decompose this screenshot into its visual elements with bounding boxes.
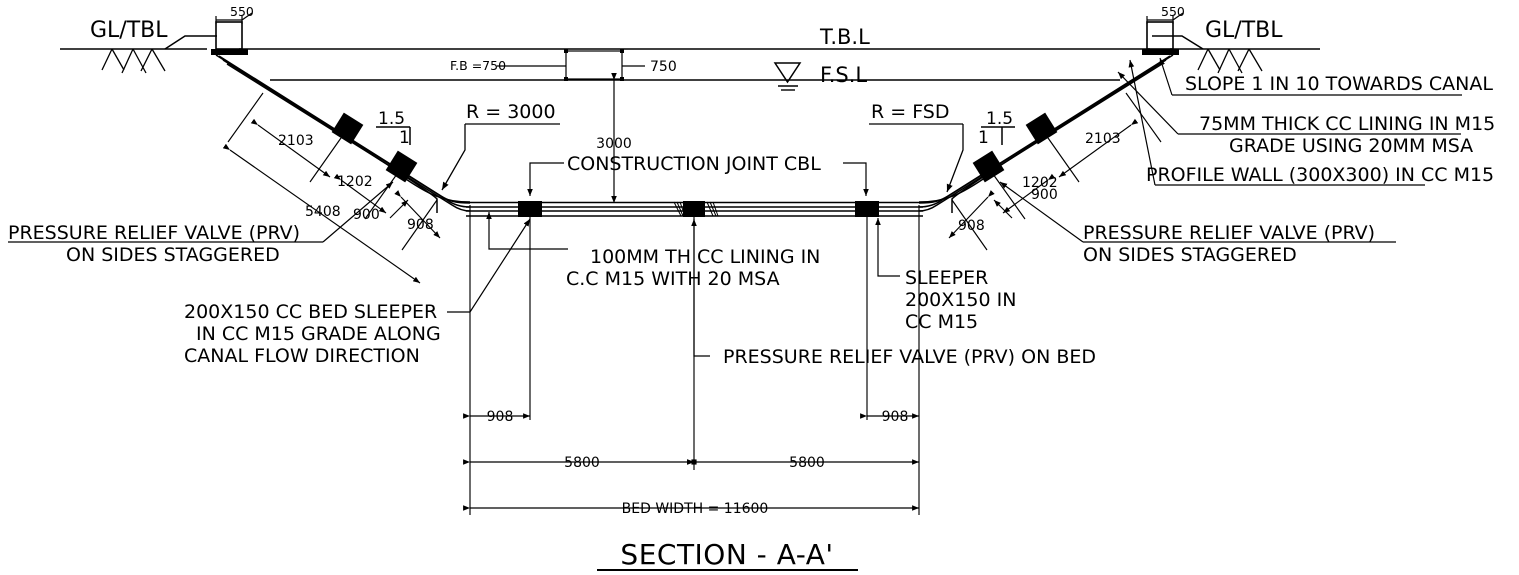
- freeboard-label: F.B =750: [450, 58, 506, 73]
- bed-half-right-label: 5800: [789, 455, 825, 471]
- slope-right-run: 1: [978, 128, 989, 148]
- note-sleeper-3: CC M15: [905, 311, 978, 333]
- leader-sleeper-right: [875, 218, 900, 277]
- slope-right-rise: 1.5: [986, 109, 1013, 129]
- leader-cc-lining-side: [1117, 71, 1461, 135]
- right-dim-2103: 2103: [1085, 131, 1121, 147]
- bed-half-dimensions: [463, 459, 919, 465]
- left-dim-908: 908: [407, 217, 434, 233]
- bed-half-left-label: 5800: [564, 455, 600, 471]
- bed-left-offset-label: 908: [487, 409, 514, 425]
- crest-right-width-label: 550: [1161, 4, 1185, 19]
- note-cc-lining-bed-2: C.C M15 WITH 20 MSA: [566, 268, 780, 290]
- leader-construction-joint-left: [527, 162, 564, 196]
- bed-sleeper-left: [518, 201, 542, 217]
- slope-symbol-left: [376, 126, 411, 145]
- left-dim-900: 900: [353, 207, 380, 223]
- note-cc-lining-side-2: GRADE USING 20MM MSA: [1229, 135, 1473, 157]
- note-bed-sleeper-1: 200X150 CC BED SLEEPER: [184, 301, 437, 323]
- sleeper-hatch-middle: [673, 201, 719, 217]
- leader-slope-towards-canal: [1159, 57, 1462, 96]
- bed-right-offset-label: 908: [882, 409, 909, 425]
- left-dim-1202: 1202: [337, 174, 373, 190]
- note-prv-sides-left-2: ON SIDES STAGGERED: [66, 244, 280, 266]
- water-level-triangle-icon: [773, 62, 802, 84]
- slope-left-run: 1: [399, 128, 410, 148]
- note-cc-lining-bed-1: 100MM TH CC LINING IN: [590, 246, 820, 268]
- right-dim-908: 908: [958, 218, 985, 234]
- bed-sleeper-right: [855, 201, 879, 217]
- radius-left-leader: [441, 123, 560, 191]
- tbl-label: T.B.L: [819, 25, 870, 49]
- fsl-label: F.S.L: [820, 63, 867, 87]
- note-prv-on-bed: PRESSURE RELIEF VALVE (PRV) ON BED: [723, 346, 1096, 368]
- freeboard-dimension: [497, 49, 645, 81]
- leader-cc-lining-bed: [486, 212, 568, 250]
- leader-prv-sides-right: [999, 181, 1396, 243]
- prv-block-right-lower: [972, 150, 1005, 183]
- note-bed-sleeper-2: IN CC M15 GRADE ALONG: [196, 323, 441, 345]
- slope-left-rise: 1.5: [378, 109, 405, 129]
- right-slope-dimensions: [948, 92, 1162, 251]
- note-construction-joint: CONSTRUCTION JOINT CBL: [567, 153, 821, 175]
- leader-profile-wall: [1128, 59, 1425, 186]
- note-prv-sides-left-1: PRESSURE RELIEF VALVE (PRV): [8, 222, 300, 244]
- note-sleeper-1: SLEEPER: [905, 267, 988, 289]
- profile-wall-cap-left: [211, 49, 248, 55]
- note-slope-towards-canal: SLOPE 1 IN 10 TOWARDS CANAL: [1185, 73, 1493, 95]
- leader-prv-on-bed: [691, 219, 710, 357]
- gl-tbl-right-label: GL/TBL: [1205, 18, 1283, 43]
- crest-left-width-label: 550: [230, 4, 254, 19]
- radius-right-leader: [869, 123, 964, 193]
- fsl-line-group: [270, 62, 1120, 91]
- leader-prv-sides-left: [8, 181, 394, 243]
- left-dim-2103: 2103: [278, 133, 314, 149]
- radius-right-label: R = FSD: [871, 101, 950, 123]
- right-dim-1202: 1202: [1022, 175, 1058, 191]
- left-slope-dimensions: [222, 92, 441, 284]
- note-prv-sides-right-1: PRESSURE RELIEF VALVE (PRV): [1083, 222, 1375, 244]
- freeboard-value: 750: [650, 59, 677, 75]
- gl-tbl-left-label: GL/TBL: [90, 18, 168, 43]
- note-sleeper-2: 200X150 IN: [905, 289, 1016, 311]
- note-profile-wall: PROFILE WALL (300X300) IN CC M15: [1146, 164, 1494, 186]
- note-prv-sides-right-2: ON SIDES STAGGERED: [1083, 244, 1297, 266]
- profile-wall-cap-right: [1142, 49, 1179, 55]
- note-cc-lining-side-1: 75MM THICK CC LINING IN M15: [1199, 113, 1495, 135]
- bed-width-label: BED WIDTH = 11600: [622, 501, 769, 517]
- radius-left-label: R = 3000: [466, 101, 556, 123]
- left-dim-5408: 5408: [305, 204, 341, 220]
- slope-symbol-right: [981, 126, 1015, 145]
- bed-sleeper-middle: [673, 201, 719, 217]
- note-bed-sleeper-3: CANAL FLOW DIRECTION: [184, 345, 420, 367]
- section-title: SECTION - A-A': [620, 538, 833, 571]
- profile-wall-left: [211, 12, 253, 55]
- profile-wall-right: [1142, 12, 1184, 55]
- depth-value-label: 3000: [596, 136, 632, 152]
- leader-bed-sleeper-note: [447, 218, 531, 313]
- ground-hatch-left: [101, 48, 166, 74]
- right-dim-900: 900: [1031, 187, 1058, 203]
- ground-line-group: [60, 35, 1320, 74]
- leader-construction-joint-right: [843, 162, 869, 196]
- ground-hatch-right: [1197, 48, 1263, 74]
